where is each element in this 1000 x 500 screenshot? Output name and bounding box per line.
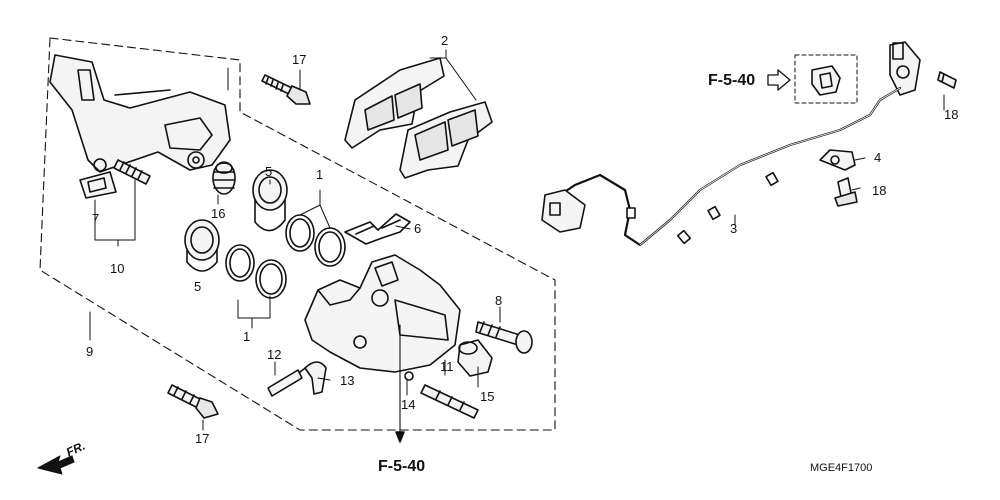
- callout-1-upper: 1: [316, 167, 324, 182]
- callout-2: 2: [441, 33, 449, 48]
- sensor-connector: [541, 189, 586, 233]
- callout-17-top: 17: [292, 52, 307, 67]
- callout-4: 4: [874, 150, 882, 165]
- callout-18-right: 18: [944, 107, 959, 122]
- seals-lower: [225, 244, 287, 299]
- callout-1-lower: 1: [243, 329, 251, 344]
- caliper-pin: [475, 321, 533, 354]
- reference-top-right[interactable]: F-5-40: [708, 72, 756, 89]
- reference-arrow-icon: [767, 69, 791, 91]
- bleeder-valve: [267, 365, 309, 397]
- caliper-body: [304, 254, 461, 373]
- abs-sensor: [889, 41, 921, 96]
- front-direction-arrow-icon: [37, 455, 75, 475]
- sensor-bolt-right: [937, 71, 957, 89]
- wire-grommets: [626, 171, 779, 245]
- reference-bottom[interactable]: F-5-40: [378, 458, 426, 475]
- pin-boot: [212, 161, 236, 195]
- piston-upper: [252, 169, 288, 232]
- callout-13: 13: [340, 373, 355, 388]
- callout-10: 10: [110, 261, 125, 276]
- seals-upper: [285, 214, 346, 267]
- callout-14: 14: [401, 397, 416, 412]
- piston-lower: [184, 219, 220, 272]
- assembly-outline: [39, 37, 556, 431]
- reference-down-arrow: [395, 324, 405, 443]
- bolt-bottom: [167, 384, 219, 419]
- callout-12: 12: [267, 347, 282, 362]
- callout-17-bottom: 17: [195, 431, 210, 446]
- callout-18-lower: 18: [872, 183, 887, 198]
- callout-6: 6: [414, 221, 422, 236]
- callout-9: 9: [86, 344, 94, 359]
- callout-11: 11: [440, 359, 454, 374]
- bracket-pin: [113, 159, 151, 185]
- diagram-code: MGE4F1700: [810, 462, 873, 474]
- callout-15: 15: [480, 389, 495, 404]
- brake-pads: [344, 57, 493, 179]
- pin-plug: [457, 339, 493, 377]
- wire-clip-icon: [811, 65, 841, 96]
- callout-8: 8: [495, 293, 503, 308]
- callout-5-upper: 5: [265, 164, 273, 179]
- washer: [404, 371, 414, 381]
- callout-5-lower: 5: [194, 279, 202, 294]
- sensor-clamp: [819, 149, 856, 171]
- bleeder-cap: [304, 361, 327, 395]
- caliper-bracket: [49, 54, 231, 173]
- callout-7: 7: [92, 211, 100, 226]
- leader-lines: [89, 49, 945, 431]
- callout-16: 16: [211, 206, 226, 221]
- sensor-bolt-lower: [834, 177, 858, 207]
- retainer-plate: [79, 171, 117, 199]
- reference-box: [794, 54, 858, 104]
- pad-spring: [344, 213, 411, 245]
- callout-3: 3: [730, 221, 738, 236]
- pin-bolt: [420, 384, 479, 419]
- bolt-top: [261, 74, 311, 105]
